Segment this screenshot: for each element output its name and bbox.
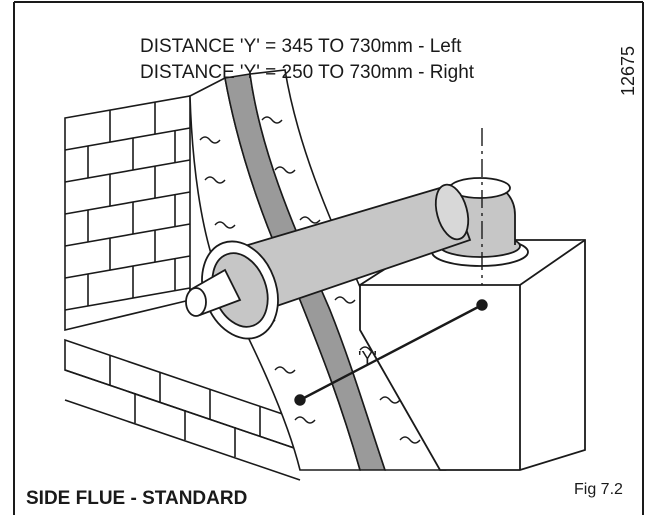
- distance-note-left: DISTANCE 'Y' = 345 TO 730mm - Left: [140, 36, 462, 57]
- distance-note-right: DISTANCE 'Y' = 250 TO 730mm - Right: [140, 62, 475, 83]
- frame: [13, 1, 644, 515]
- dimension-y: [294, 299, 488, 406]
- flue-pipe: [185, 183, 472, 340]
- figure-number: Fig 7.2: [574, 481, 623, 498]
- dimension-y-label: 'Y': [358, 348, 377, 368]
- reference-number: 12675: [618, 46, 638, 96]
- caption-title: SIDE FLUE - STANDARD: [26, 488, 247, 509]
